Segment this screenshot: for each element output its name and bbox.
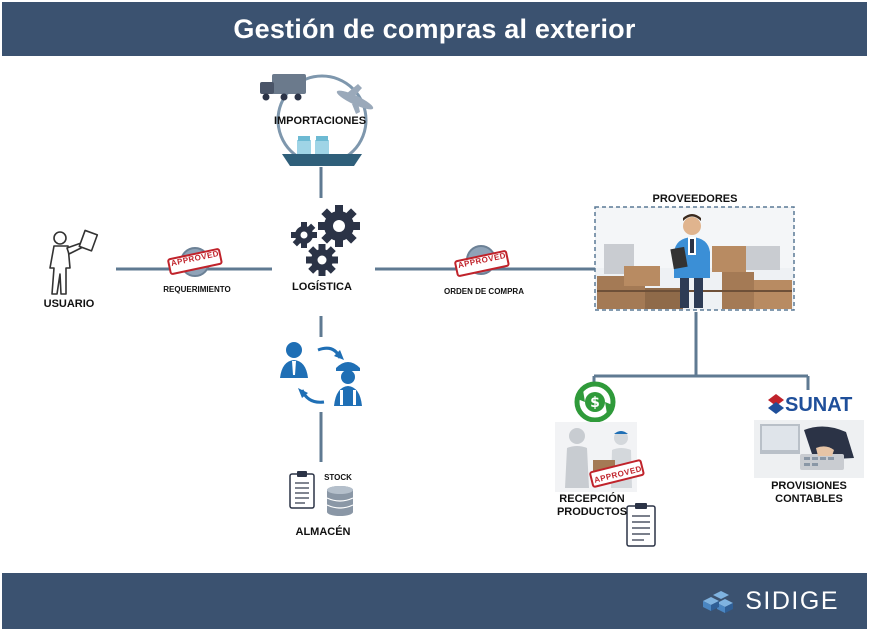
cubes-logo-icon bbox=[703, 591, 734, 613]
recepcion-productos-icon: $ bbox=[555, 381, 656, 547]
transfer-cycle-icon bbox=[280, 342, 362, 406]
sunat-logo-text: SUNAT bbox=[785, 394, 853, 416]
recepcion-line-1: RECEPCIÓN bbox=[559, 493, 625, 505]
node-label-importaciones: IMPORTACIONES bbox=[273, 115, 367, 127]
user-figure-icon bbox=[49, 229, 99, 295]
provisiones-line-1: PROVISIONES bbox=[771, 480, 847, 492]
node-label-stock: STOCK bbox=[324, 473, 352, 482]
node-label-almacen: ALMACÉN bbox=[295, 526, 351, 538]
supplier-warehouse-icon bbox=[594, 206, 795, 311]
importaciones-icon bbox=[260, 74, 374, 166]
svg-text:$: $ bbox=[590, 395, 600, 411]
brand-name: SIDIGE bbox=[745, 586, 839, 615]
page-title: Gestión de compras al exterior bbox=[233, 13, 636, 44]
gears-icon bbox=[291, 205, 360, 276]
header-bar: Gestión de compras al exterior bbox=[2, 2, 867, 56]
almacen-icon bbox=[289, 471, 354, 516]
sunat-accounting-icon bbox=[754, 394, 864, 478]
approved-stamp-requerimiento-icon bbox=[167, 247, 223, 277]
recepcion-line-2: PRODUCTOS bbox=[556, 506, 628, 518]
node-label-logistica: LOGÍSTICA bbox=[292, 281, 352, 293]
footer-bar: SIDIGE bbox=[2, 573, 867, 629]
brand-logo: SIDIGE bbox=[701, 585, 839, 617]
edge-label-orden-compra: ORDEN DE COMPRA bbox=[443, 287, 524, 296]
provisiones-line-2: CONTABLES bbox=[775, 493, 843, 505]
edge-label-requerimiento: REQUERIMIENTO bbox=[163, 285, 231, 294]
approved-stamp-orden-icon bbox=[454, 245, 510, 277]
node-label-provisiones: PROVISIONES CONTABLES bbox=[764, 480, 854, 506]
node-label-usuario: USUARIO bbox=[43, 298, 95, 310]
node-label-proveedores: PROVEEDORES bbox=[652, 193, 738, 205]
node-label-recepcion: RECEPCIÓN PRODUCTOS bbox=[552, 493, 632, 519]
